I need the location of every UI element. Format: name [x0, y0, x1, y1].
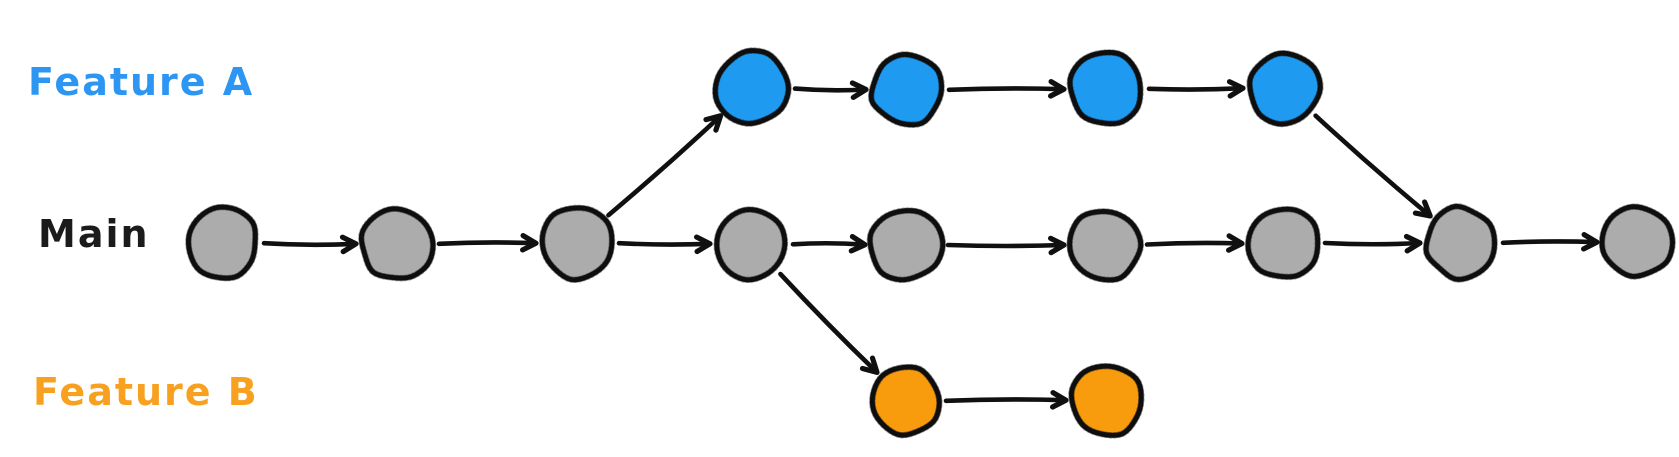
- arrowhead-icon: [1048, 79, 1067, 99]
- commit-node-b1: [869, 364, 942, 438]
- commit-node-a3: [1067, 50, 1143, 127]
- edge-line-a3-a4: [1146, 85, 1246, 92]
- commit-node-m9: [1599, 204, 1675, 279]
- commit-node-texture-m4: [713, 206, 789, 284]
- edge-line-a1-a2: [792, 86, 869, 93]
- commit-node-texture-a2: [867, 51, 945, 128]
- arrowhead-icon: [339, 234, 359, 255]
- edge-line-a4-m8: [1313, 113, 1433, 219]
- commit-node-texture-m7: [1244, 206, 1321, 281]
- edge-line-m6-m7: [1144, 240, 1245, 247]
- edge-line-m3-m4: [616, 240, 713, 247]
- commit-node-texture-m5: [866, 207, 946, 284]
- commit-node-texture-b1: [869, 363, 943, 439]
- commit-node-texture-m1: [185, 203, 259, 282]
- edge-line-m7-m8: [1322, 240, 1423, 247]
- commit-node-m4: [714, 207, 788, 283]
- arrowhead-icon: [520, 233, 539, 253]
- arrowhead-icon: [694, 234, 713, 255]
- edge-line-b1-b2: [943, 397, 1069, 404]
- commit-node-m3: [539, 205, 615, 283]
- arrowhead-icon: [1226, 233, 1245, 253]
- arrowhead-icon: [848, 234, 868, 254]
- commit-node-texture-a3: [1066, 49, 1144, 127]
- arrowhead-icon: [849, 80, 869, 100]
- commit-node-m8: [1423, 203, 1497, 282]
- branch-label-main: Main: [38, 212, 150, 256]
- edge-line-m4-b1: [778, 271, 880, 375]
- commit-node-m1: [186, 204, 258, 281]
- arrowhead-icon: [1226, 79, 1246, 99]
- commit-node-m6: [1067, 209, 1144, 283]
- edge-line-m8-m9: [1500, 239, 1600, 246]
- arrowhead-icon: [1050, 390, 1069, 410]
- commit-node-texture-a4: [1246, 50, 1324, 128]
- arrowhead-icon: [1048, 235, 1067, 256]
- arrowhead-icon: [703, 113, 724, 133]
- edge-line-m5-m6: [945, 242, 1067, 249]
- commit-node-m2: [358, 206, 436, 281]
- edge-line-a2-a3: [946, 86, 1067, 93]
- arrowhead-icon: [859, 355, 880, 375]
- commit-node-a2: [868, 52, 944, 128]
- arrowhead-icon: [1581, 232, 1600, 252]
- edge-line-m4-m5: [790, 240, 868, 247]
- branch-label-feature-a: Feature A: [28, 60, 255, 104]
- edge-line-m2-m3: [436, 240, 539, 247]
- arrowhead-icon: [1403, 233, 1423, 254]
- commit-node-a1: [712, 48, 791, 126]
- commit-node-texture-m2: [358, 205, 437, 282]
- commit-node-m7: [1245, 206, 1321, 280]
- commit-node-texture-m9: [1598, 203, 1676, 280]
- commit-node-texture-a1: [712, 47, 792, 127]
- commit-node-texture-m3: [539, 204, 616, 283]
- commit-node-texture-m8: [1422, 203, 1498, 283]
- edge-line-m1-m2: [261, 240, 359, 248]
- branch-label-feature-b: Feature B: [33, 370, 259, 414]
- commit-node-texture-m6: [1066, 208, 1144, 284]
- edge-line-m3-a1: [606, 113, 723, 218]
- arrowhead-icon: [1412, 199, 1433, 219]
- commit-node-b2: [1069, 363, 1144, 438]
- commit-node-a4: [1247, 50, 1323, 127]
- commit-node-texture-b2: [1068, 362, 1145, 439]
- commit-node-m5: [867, 208, 946, 283]
